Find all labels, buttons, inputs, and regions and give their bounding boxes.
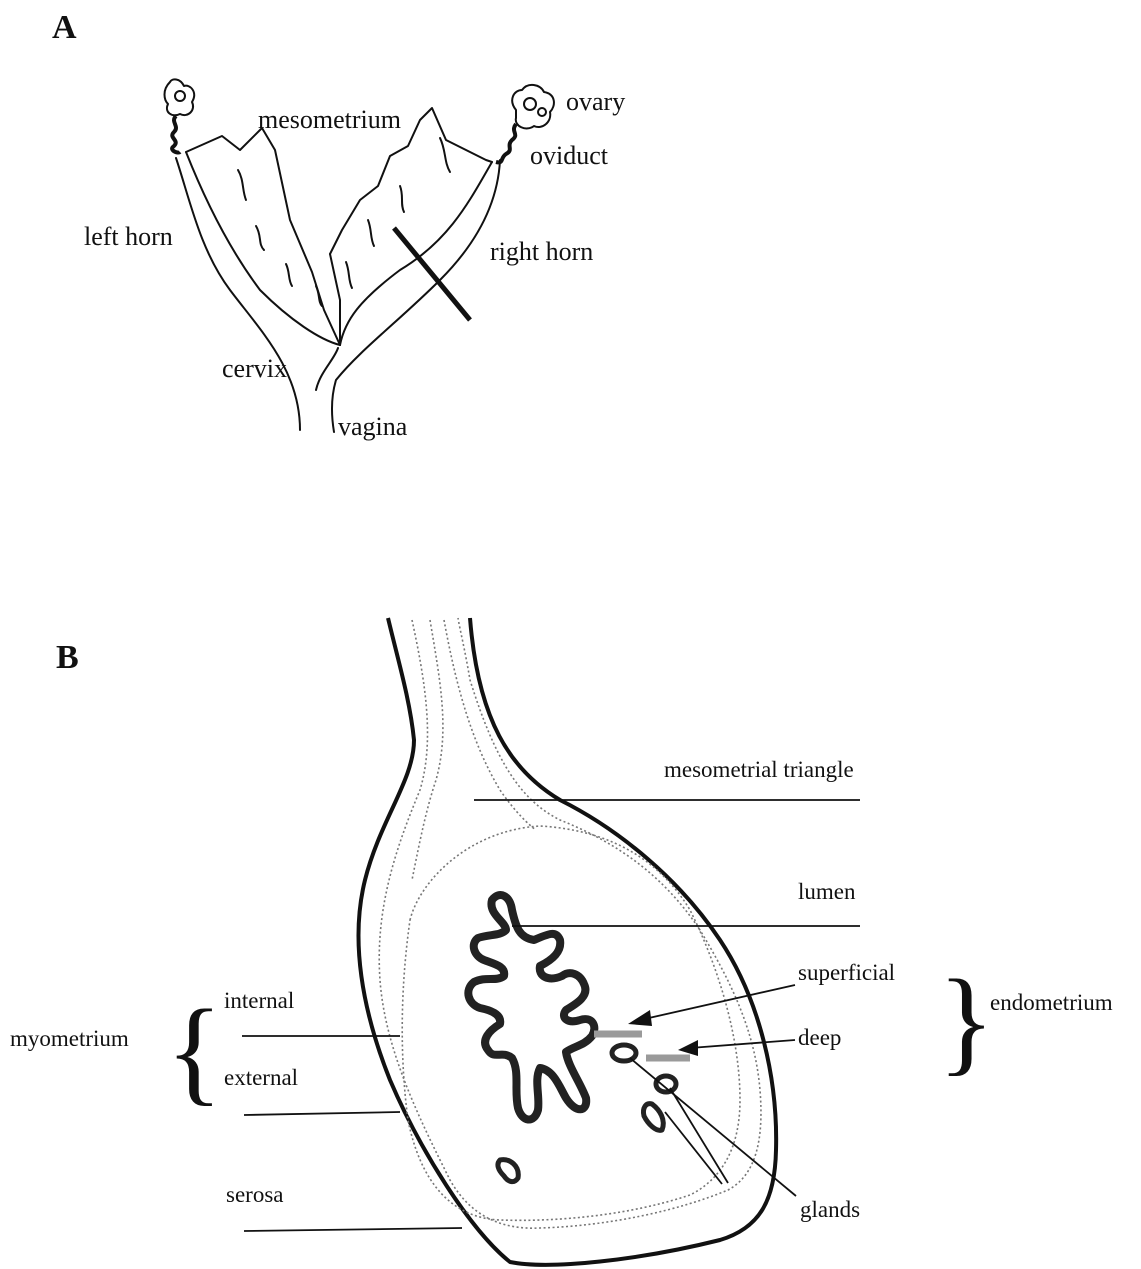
label-lumen: lumen xyxy=(798,879,856,904)
label-myometrium: myometrium xyxy=(10,1026,129,1051)
left-ovary xyxy=(165,79,195,115)
label-serosa: serosa xyxy=(226,1182,283,1207)
gland xyxy=(656,1076,676,1092)
left-horn-outer-edge xyxy=(176,158,300,430)
vessel-mark xyxy=(286,264,292,286)
label-cervix: cervix xyxy=(222,354,287,383)
label-ovary: ovary xyxy=(566,87,625,116)
superficial-arrowhead xyxy=(628,1010,652,1026)
endometrium-brace: } xyxy=(938,955,995,1086)
panel-b-letter: B xyxy=(56,639,79,676)
label-endometrium: endometrium xyxy=(990,990,1113,1015)
vessel-mark xyxy=(346,262,352,288)
left-ovary-follicle xyxy=(175,91,185,101)
right-oviduct xyxy=(496,124,516,162)
vessel-mark xyxy=(316,286,322,306)
label-glands: glands xyxy=(800,1197,860,1222)
panel-b: B { } mesometrial triangl xyxy=(10,618,1113,1265)
right-horn-outer-edge xyxy=(332,160,500,432)
label-superficial: superficial xyxy=(798,960,895,985)
label-vagina: vagina xyxy=(338,412,408,441)
label-internal: internal xyxy=(224,988,294,1013)
gland xyxy=(643,1104,663,1131)
deep-arrowhead xyxy=(678,1040,698,1056)
label-left-horn: left horn xyxy=(84,222,173,251)
serosa-leader xyxy=(244,1228,462,1231)
gland xyxy=(498,1160,518,1182)
lumen-outline xyxy=(468,895,594,1120)
right-ovary-follicle xyxy=(538,108,546,116)
vessel-mark xyxy=(368,220,374,246)
mesometrial-triangle-boundary xyxy=(444,620,536,830)
deep-leader xyxy=(690,1040,795,1048)
left-oviduct xyxy=(172,116,180,153)
section-line xyxy=(394,228,470,320)
gland xyxy=(612,1045,636,1061)
label-mesometrium: mesometrium xyxy=(258,105,401,134)
right-ovary-shape xyxy=(512,85,554,129)
vessel-mark xyxy=(238,170,246,200)
label-deep: deep xyxy=(798,1025,841,1050)
mesometrium-midline xyxy=(330,254,340,345)
panel-a: A xyxy=(52,9,625,441)
myometrium-outer-boundary xyxy=(379,618,761,1228)
vessel-mark xyxy=(440,138,450,172)
right-ovary-follicle xyxy=(524,98,536,110)
serosa-outline xyxy=(358,618,776,1265)
glands-leader xyxy=(665,1112,722,1184)
vessel-mark xyxy=(256,226,264,250)
superficial-leader xyxy=(640,985,795,1020)
left-mesometrium-edge xyxy=(186,128,340,345)
left-ovary-shape xyxy=(165,79,195,115)
mesometrium xyxy=(186,108,492,345)
right-oviduct-coil xyxy=(496,124,516,162)
left-oviduct-coil xyxy=(172,116,180,153)
vessel-mark xyxy=(400,186,404,212)
label-right-horn: right horn xyxy=(490,237,593,266)
label-external: external xyxy=(224,1065,298,1090)
glands-leader xyxy=(670,1088,728,1183)
label-mesometrial-triangle: mesometrial triangle xyxy=(664,757,854,782)
panel-a-letter: A xyxy=(52,9,77,46)
right-ovary xyxy=(512,85,554,129)
myometrium-brace: { xyxy=(166,985,223,1116)
external-myometrium-leader xyxy=(244,1112,400,1115)
label-oviduct: oviduct xyxy=(530,141,609,170)
